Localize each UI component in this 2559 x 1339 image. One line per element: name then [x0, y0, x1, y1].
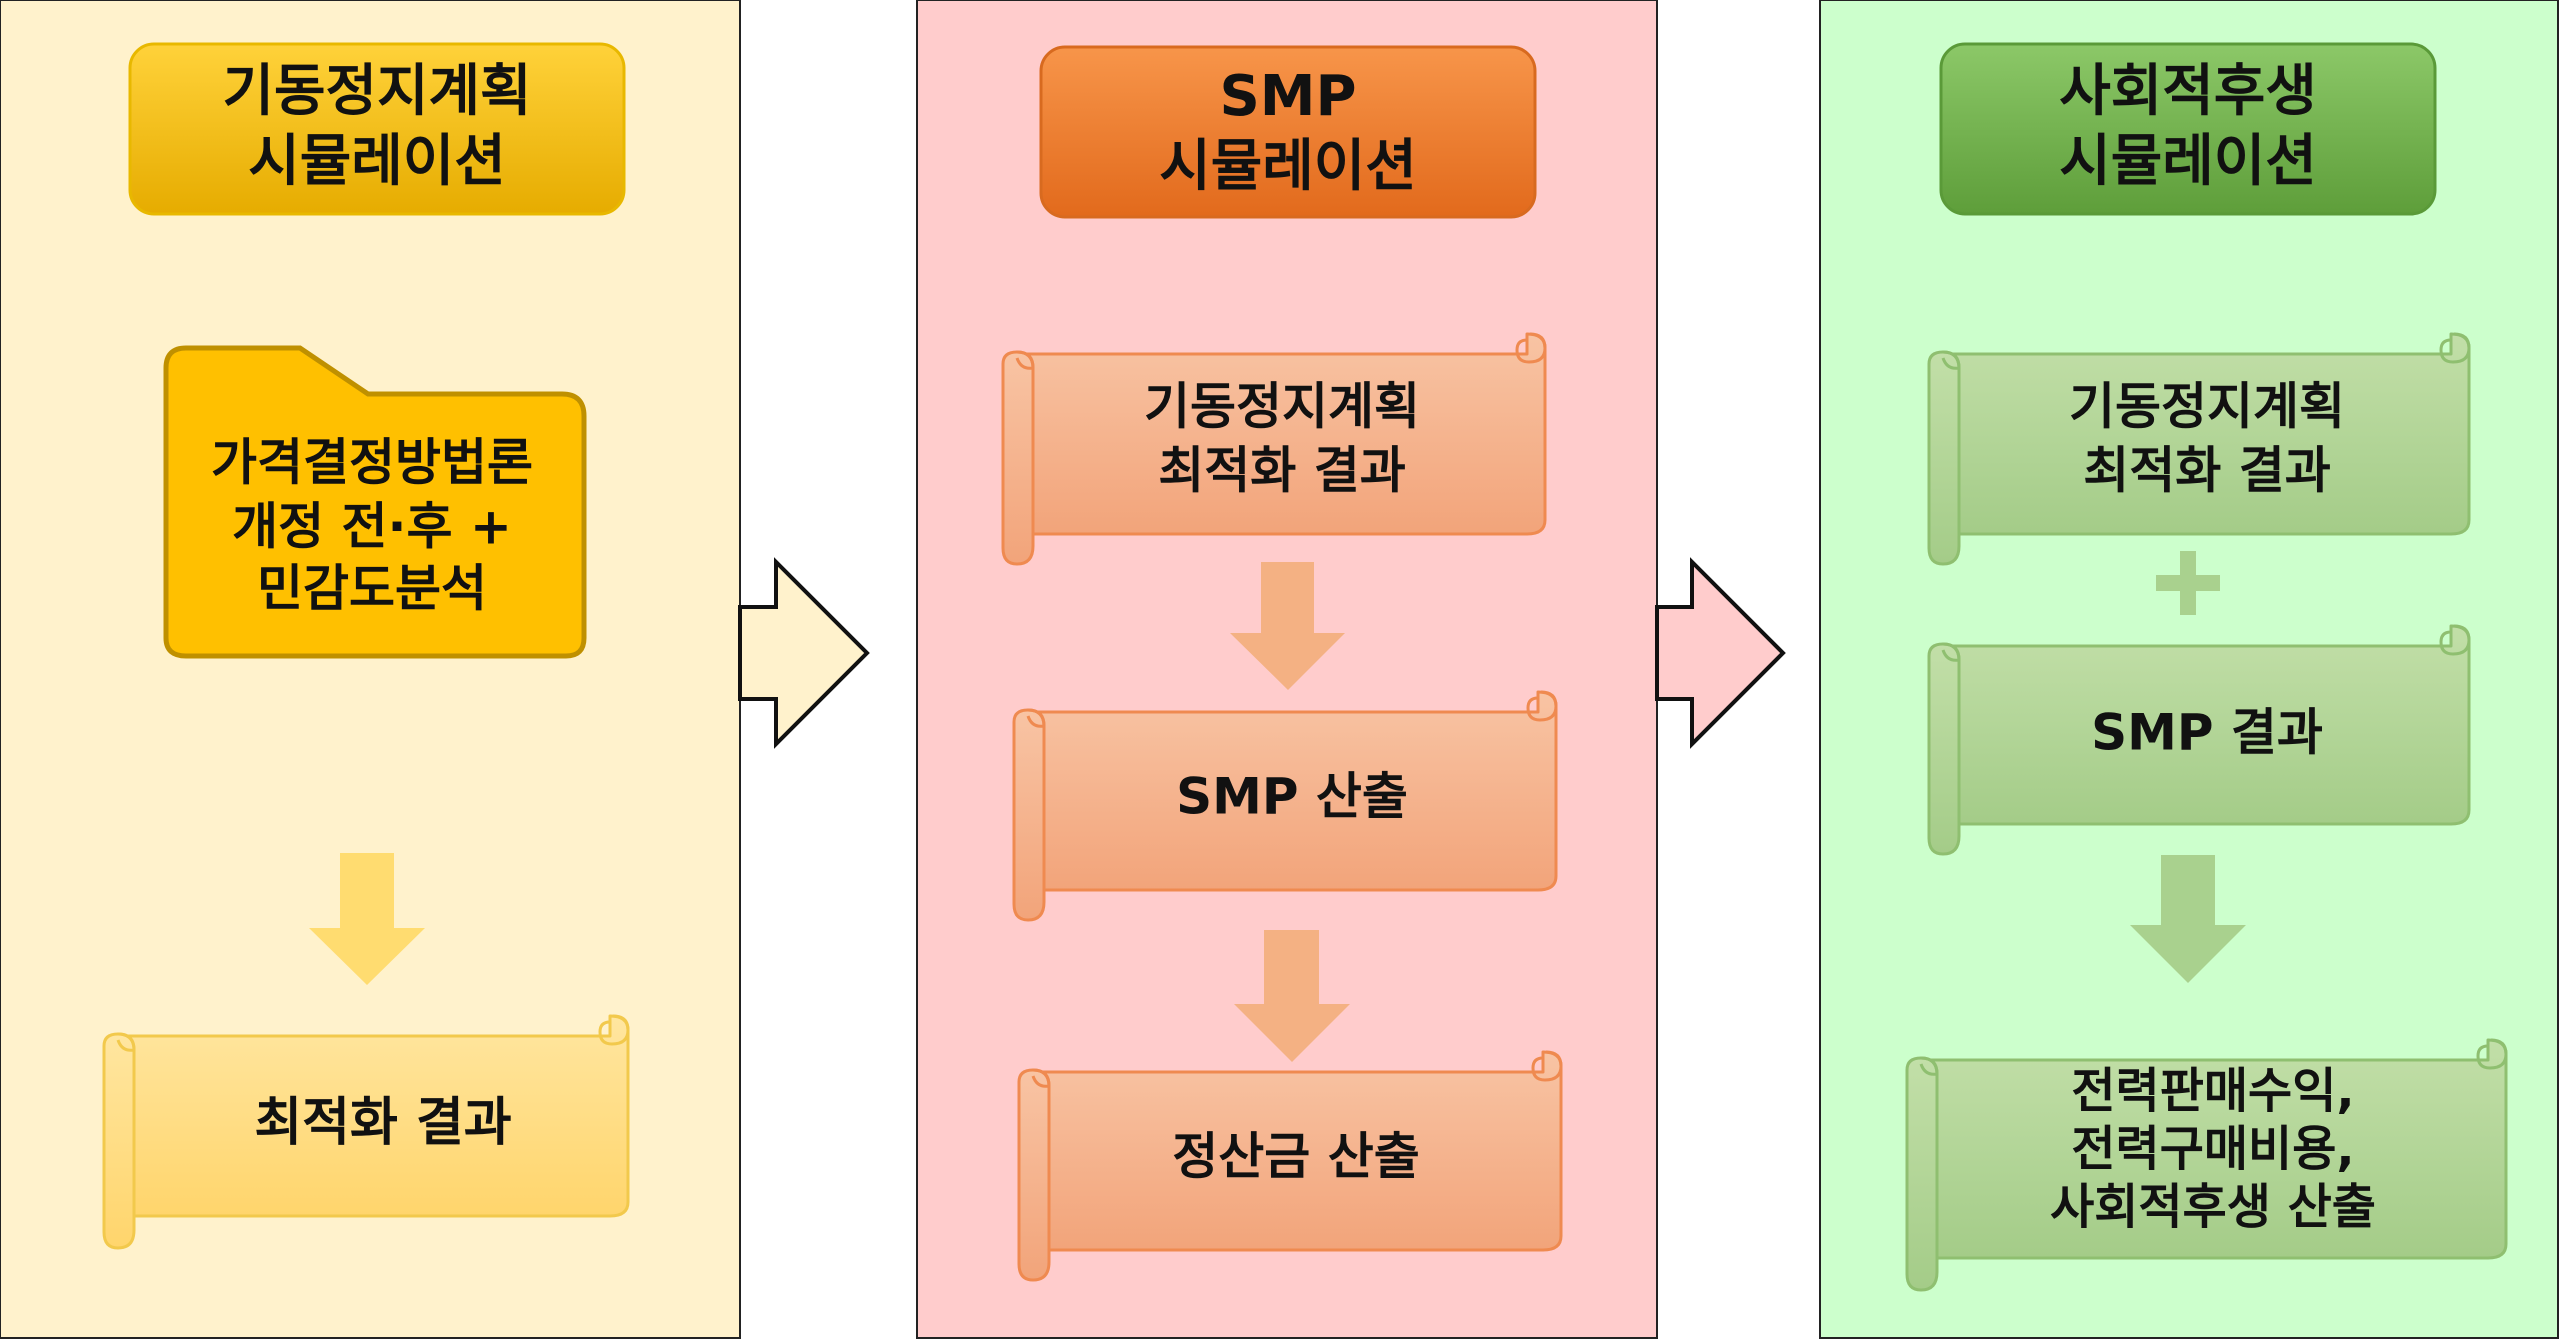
scroll-label: 최적화 결과 — [2083, 442, 2330, 500]
down-arrow — [309, 853, 425, 985]
header-unit-commitment-sim — [128, 42, 626, 216]
scroll-revenue-cost-welfare — [1905, 1038, 2508, 1292]
header-smp-sim — [1039, 45, 1537, 219]
folder-line: 민감도분석 — [257, 560, 487, 618]
header-social-welfare-sim — [1939, 42, 2437, 216]
scroll-uc-optimization-result — [1001, 332, 1547, 566]
plus-icon — [2156, 551, 2220, 615]
scroll-smp-result — [1927, 624, 2471, 856]
scroll-label: 전력판매수익, — [2071, 1063, 2354, 1119]
scroll-label: 정산금 산출 — [1172, 1128, 1419, 1186]
header-line: 시뮬레이션 — [1159, 134, 1417, 199]
down-arrow — [2130, 855, 2246, 983]
header-line: SMP — [1219, 64, 1356, 129]
header-line: 시뮬레이션 — [248, 129, 506, 194]
scroll-label: 최적화 결과 — [1158, 442, 1405, 500]
scroll-label: SMP 산출 — [1176, 768, 1408, 826]
scroll-label: SMP 결과 — [2091, 704, 2323, 762]
folder-pricing-methodology — [163, 345, 587, 659]
folder-line: 개정 전·후 + — [232, 498, 512, 556]
scroll-settlement-calc — [1017, 1050, 1563, 1282]
scroll-uc-optimization-result — [1927, 332, 2471, 566]
header-line: 기동정지계획 — [222, 59, 531, 124]
header-line: 시뮬레이션 — [2059, 129, 2317, 194]
down-arrow — [1234, 930, 1350, 1062]
scroll-optimization-result — [102, 1014, 630, 1250]
down-arrow — [1230, 562, 1345, 690]
header-line: 사회적후생 — [2059, 59, 2317, 124]
scroll-label: 기동정지계획 — [2069, 378, 2345, 436]
scroll-label: 사회적후생 산출 — [2050, 1179, 2376, 1235]
scroll-label: 최적화 결과 — [254, 1093, 511, 1153]
transition-arrow-1 — [738, 557, 870, 749]
folder-line: 가격결정방법론 — [211, 434, 533, 492]
transition-arrow-2 — [1655, 557, 1786, 749]
scroll-smp-calc — [1012, 690, 1558, 922]
scroll-label: 전력구매비용, — [2071, 1121, 2354, 1177]
scroll-label: 기동정지계획 — [1144, 378, 1420, 436]
